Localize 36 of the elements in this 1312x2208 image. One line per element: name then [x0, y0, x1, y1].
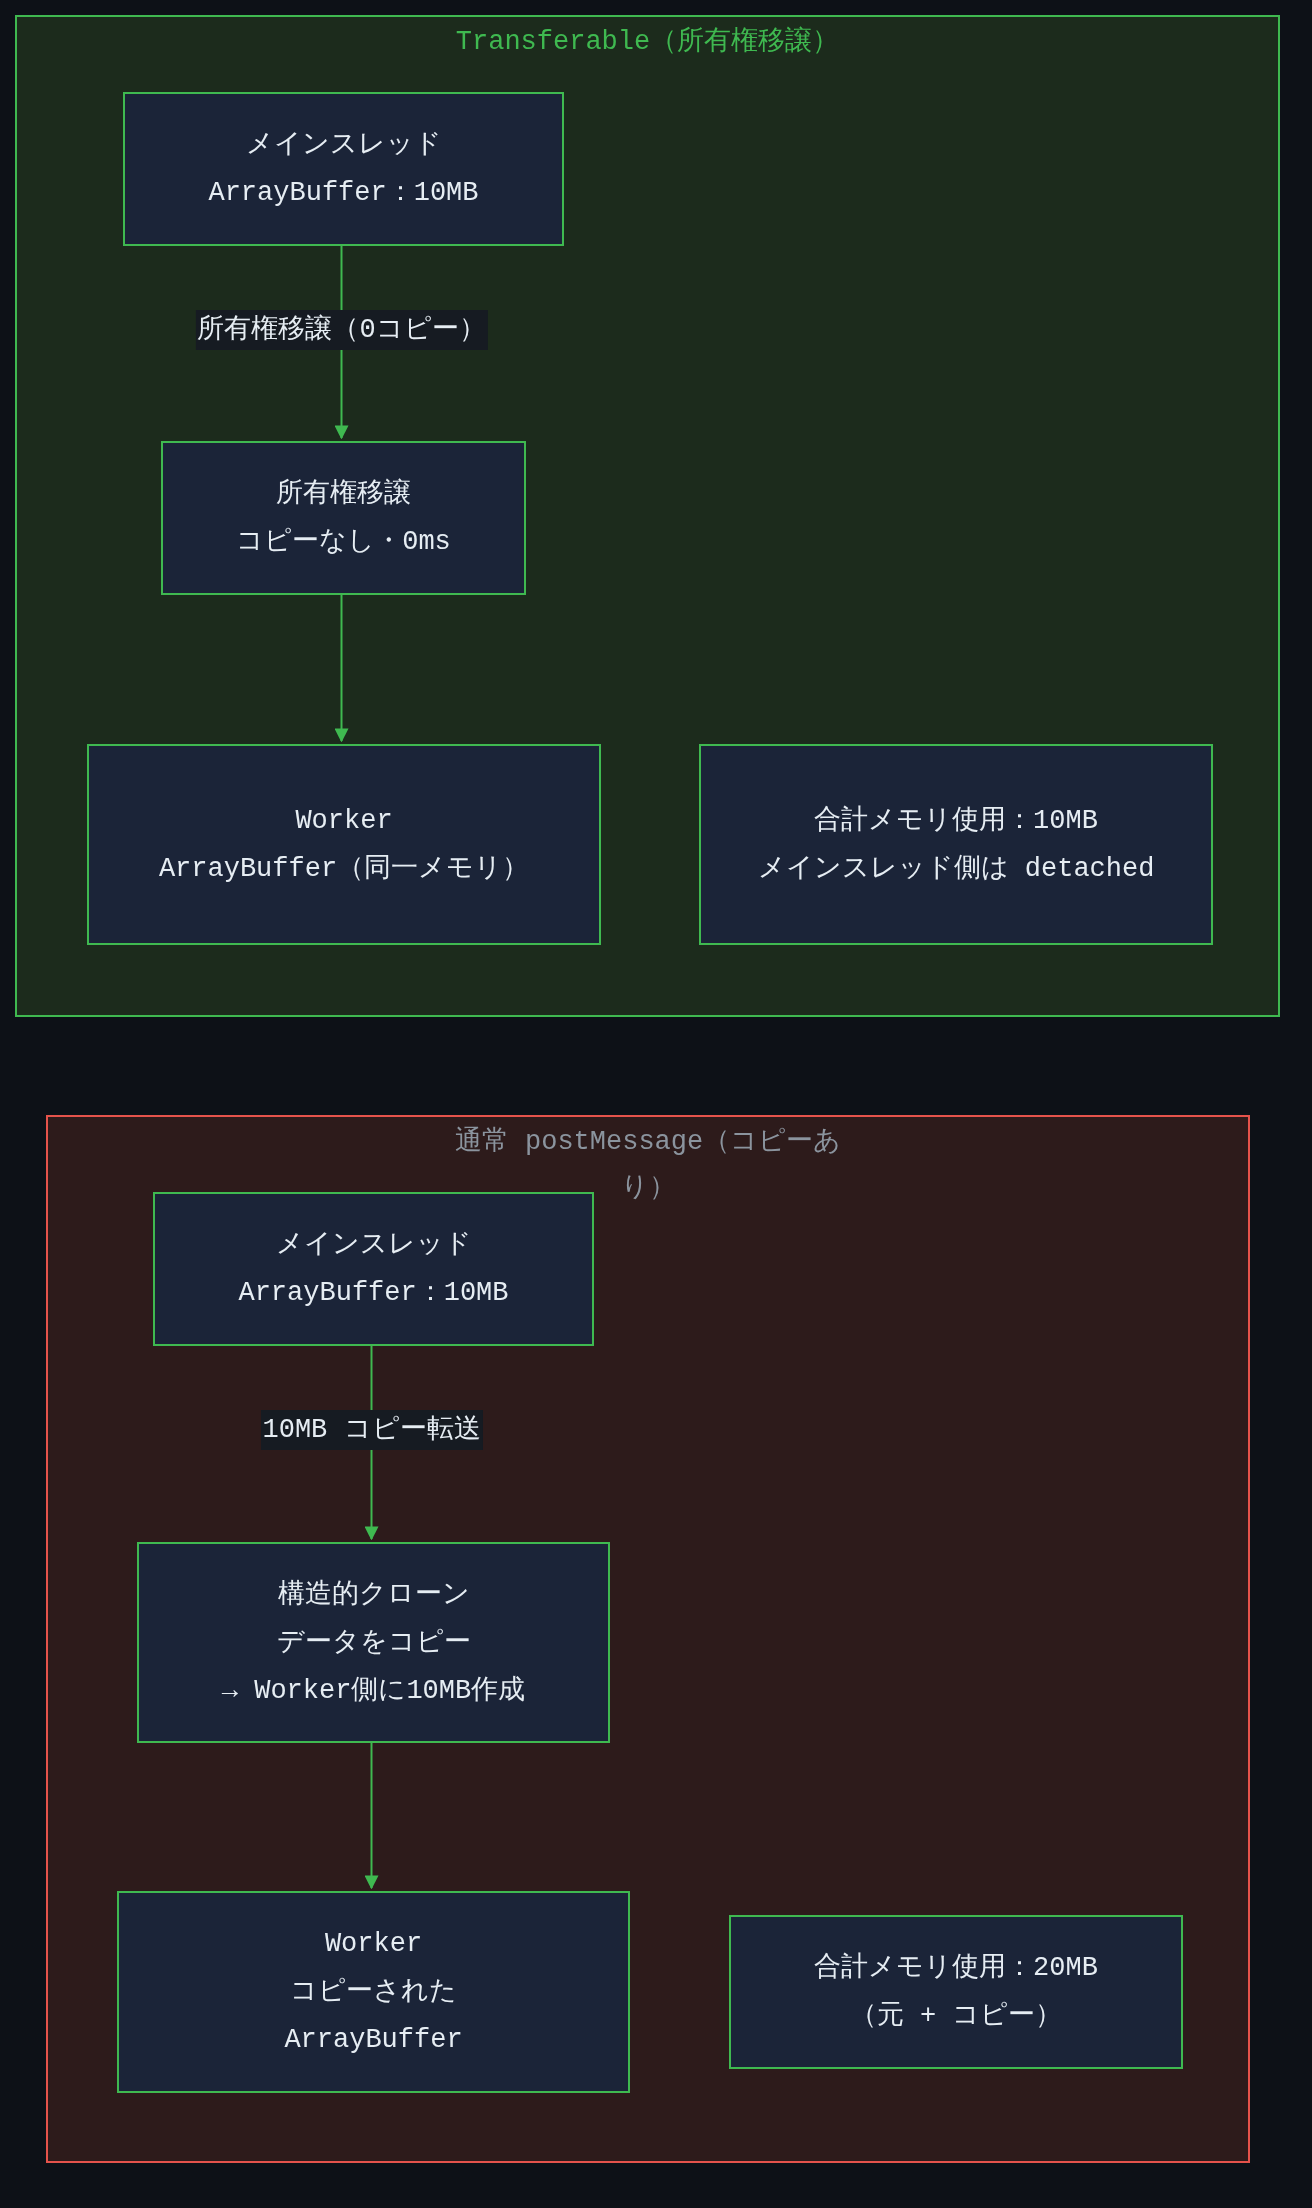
arrow — [364, 1740, 379, 1890]
group-panel — [15, 15, 1280, 1017]
node-text: 合計メモリ使用：10MB — [814, 804, 1098, 838]
arrow — [364, 1343, 379, 1541]
process-box — [161, 441, 526, 595]
node-text: 所有権移譲 — [276, 477, 411, 511]
arrow — [334, 243, 349, 440]
edge-label: 所有権移譲（0コピー） — [195, 309, 488, 350]
node-text: メインスレッド側は detached — [757, 852, 1155, 886]
node-text: 合計メモリ使用：20MB — [814, 1951, 1098, 1985]
process-box — [87, 744, 601, 945]
node-text: メインスレッド — [245, 129, 442, 162]
process-box — [137, 1542, 610, 1743]
process-box — [729, 1915, 1183, 2069]
process-box — [117, 1891, 630, 2093]
node-text: データをコピー — [276, 1626, 471, 1660]
node-text: Worker — [295, 804, 393, 838]
node-text: （元 + コピー） — [849, 2000, 1063, 2033]
node-text: ArrayBuffer：10MB — [208, 177, 479, 210]
process-box — [699, 744, 1213, 945]
node-text: メインスレッド — [275, 1229, 472, 1262]
process-box — [123, 92, 564, 246]
node-text: Worker — [324, 1928, 423, 1961]
group-title: 通常 postMessage（コピーあり） — [453, 1125, 843, 1205]
arrow — [334, 592, 349, 743]
node-text: コピーされた — [290, 1976, 457, 2009]
node-text: → Worker側に10MB作成 — [221, 1674, 526, 1708]
group-title: Transferable（所有権移譲） — [454, 25, 841, 59]
node-text: ArrayBuffer（同一メモリ） — [158, 852, 530, 886]
group-panel — [46, 1115, 1250, 2163]
edge-label: 10MB コピー転送 — [260, 1410, 483, 1451]
node-text: ArrayBuffer：10MB — [238, 1277, 509, 1310]
node-text: 構造的クローン — [277, 1578, 470, 1612]
node-text: コピーなし・0ms — [236, 526, 451, 559]
node-text: ArrayBuffer — [284, 2024, 463, 2057]
process-box — [153, 1192, 594, 1346]
